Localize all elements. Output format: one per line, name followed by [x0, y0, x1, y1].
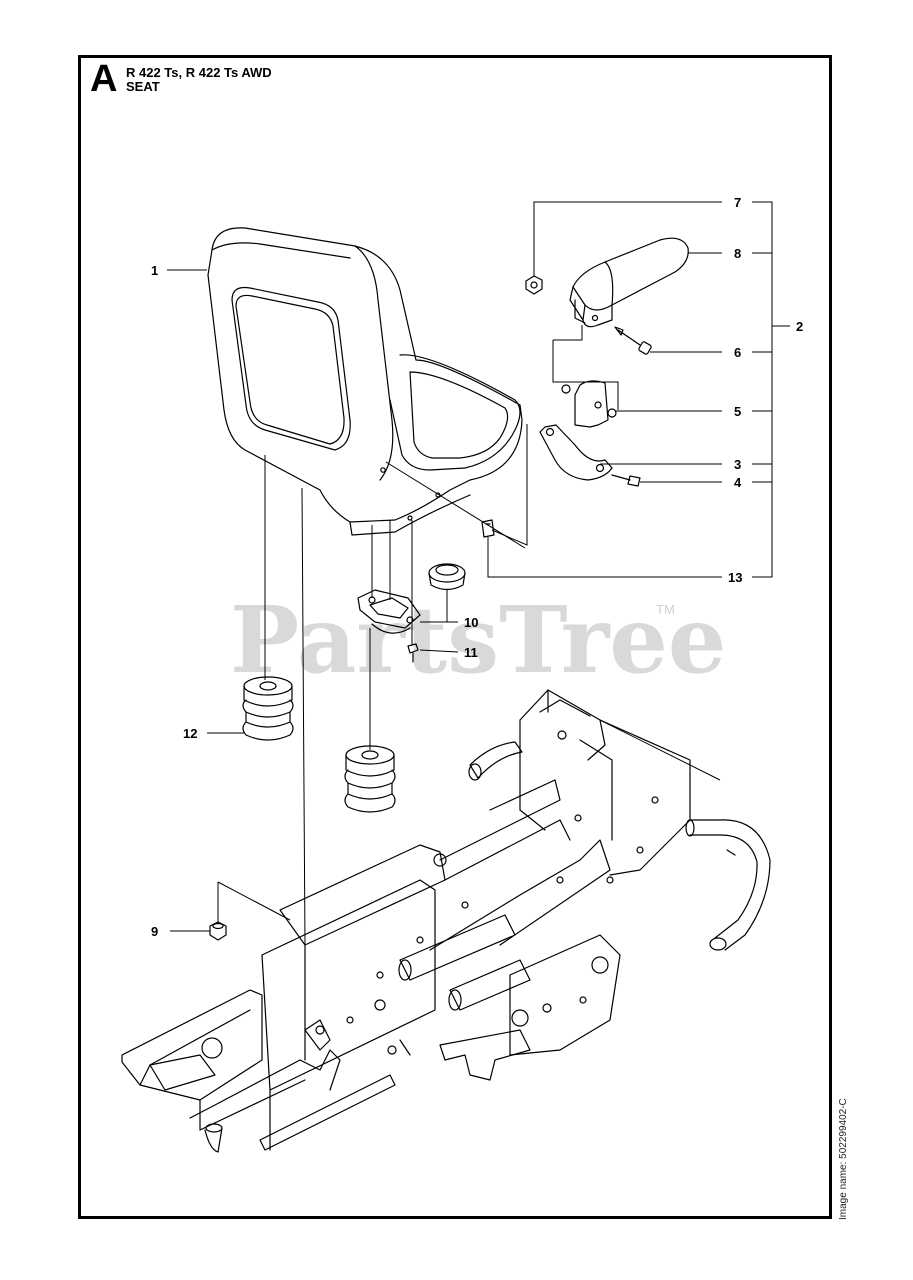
section-title: SEAT — [126, 79, 160, 94]
watermark: PartsTree — [230, 586, 726, 694]
watermark-tm: TM — [656, 602, 675, 617]
callout-5[interactable]: 5 — [734, 404, 741, 419]
seat-damper-right — [344, 745, 396, 813]
callout-12[interactable]: 12 — [183, 726, 197, 741]
model-title: R 422 Ts, R 422 Ts AWD — [126, 65, 272, 80]
section-letter: A — [90, 58, 118, 100]
armrest-assembly — [525, 237, 689, 487]
callout-8[interactable]: 8 — [734, 246, 741, 261]
callout-11[interactable]: 11 — [464, 645, 478, 660]
nut-9 — [209, 921, 227, 941]
seat-damper-left — [242, 676, 294, 741]
callout-3[interactable]: 3 — [734, 457, 741, 472]
leader-lines — [167, 201, 790, 946]
chassis-frame — [121, 689, 771, 1153]
callout-7[interactable]: 7 — [734, 195, 741, 210]
seat — [207, 227, 523, 536]
callout-1[interactable]: 1 — [151, 263, 158, 278]
callout-2[interactable]: 2 — [796, 319, 803, 334]
diagram-frame — [78, 55, 832, 1219]
callout-10[interactable]: 10 — [464, 615, 478, 630]
callout-6[interactable]: 6 — [734, 345, 741, 360]
callout-9[interactable]: 9 — [151, 924, 158, 939]
screw-11 — [407, 643, 419, 663]
callout-4[interactable]: 4 — [734, 475, 742, 490]
callout-13[interactable]: 13 — [728, 570, 742, 585]
seat-switch — [428, 563, 466, 591]
